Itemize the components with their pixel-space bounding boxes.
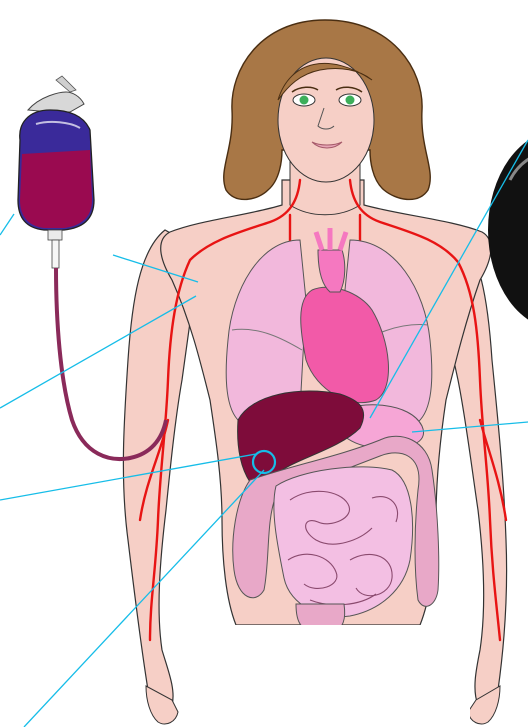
organs (226, 228, 439, 630)
cropped-dark-circle (488, 130, 528, 330)
small-intestine (274, 467, 413, 617)
head (224, 20, 431, 199)
iv-fluid (20, 150, 92, 228)
crop-mask (180, 625, 470, 727)
leader-line-bag (0, 214, 14, 235)
